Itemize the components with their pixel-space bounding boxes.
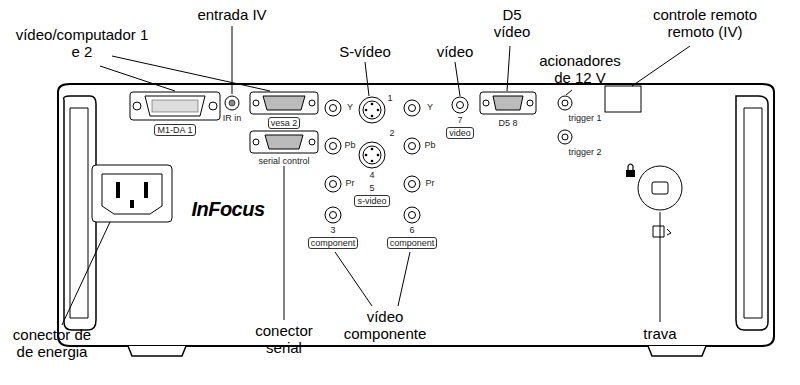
port-label: D5 8 — [498, 118, 517, 128]
port-label: video — [446, 127, 474, 139]
callout-label: vídeo — [437, 43, 474, 60]
port-label: s-video — [354, 195, 389, 207]
callout-label: acionadores de 12 V — [531, 52, 629, 87]
callout-label: D5 vídeo — [490, 6, 535, 41]
callout-label: vídeo/computador 1 e 2 — [15, 26, 150, 61]
port-number: 2 — [389, 128, 394, 138]
callout-label: trava — [643, 325, 676, 342]
pin-label: Pr — [426, 178, 435, 188]
pin-label: Y — [347, 102, 353, 112]
port-number: 3 — [330, 225, 335, 235]
port-label: M1-DA 1 — [154, 124, 195, 136]
pin-label: Pr — [346, 178, 355, 188]
brand-logo: InFocus — [191, 198, 264, 221]
callout-label: vídeo componente — [335, 308, 435, 343]
port-number: 5 — [369, 183, 374, 193]
callout-label: S-vídeo — [339, 43, 391, 60]
port-number: 6 — [409, 225, 414, 235]
pin-label: Pb — [424, 140, 435, 150]
pin-label: Pb — [344, 140, 355, 150]
port-number: 4 — [369, 170, 374, 180]
port-label: component — [308, 237, 359, 249]
port-number: 1 — [387, 93, 392, 103]
callout-label: entrada IV — [197, 6, 266, 23]
port-label: vesa 2 — [268, 117, 301, 129]
callout-label: conector de de energia — [5, 326, 100, 361]
callout-label: conector serial — [248, 322, 320, 357]
port-label: trigger 2 — [568, 147, 601, 157]
port-label: trigger 1 — [568, 113, 601, 123]
port-label: serial control — [258, 156, 309, 166]
pin-label: Y — [427, 102, 433, 112]
port-label: component — [387, 237, 438, 249]
port-number: 7 — [457, 115, 462, 125]
port-label: IR in — [223, 113, 242, 123]
callout-label: controle remoto remoto (IV) — [640, 6, 770, 41]
